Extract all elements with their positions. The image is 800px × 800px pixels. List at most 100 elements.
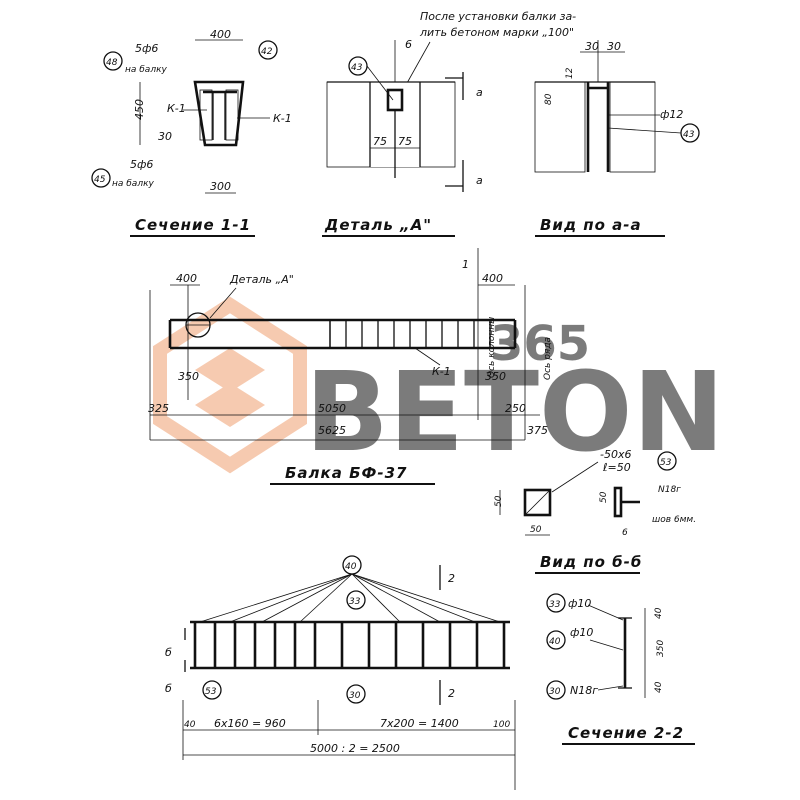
view-aa-d30b: 30: [607, 40, 621, 53]
leader-line: [351, 573, 501, 623]
s11-height-dim: 450: [133, 99, 146, 120]
leader-line: [299, 573, 353, 623]
leader-line: [351, 573, 401, 623]
beam-axis-column: Ось колонны: [487, 317, 497, 378]
beam-axis-row: Ось ряда: [543, 337, 553, 380]
s22-tag33: 33: [549, 600, 561, 610]
section-2-2: 33 ф10 40 ф10 30 N18г 40 350 40 Сечение …: [546, 593, 695, 745]
s11-inner-dim: 30: [158, 130, 172, 143]
beam-d400b: 400: [482, 272, 503, 285]
view-aa-bar: ф12: [660, 108, 683, 121]
view-bb-title: Вид по б-б: [540, 553, 642, 571]
detail-a-cut-a-bottom: а: [476, 174, 483, 187]
detail-a: 6 43 75 75 а а Деталь „А": [322, 38, 483, 237]
frame-tag53: 53: [205, 687, 217, 697]
s11-bar-bottom: 5ф6: [130, 158, 153, 171]
frame-tag40: 40: [345, 562, 357, 572]
note-text: После установки балки за- лить бетоном м…: [401, 10, 576, 93]
frame-d6x160: 6х160 = 960: [214, 717, 286, 730]
view-a-a: 30 30 80 12 ф12 43 Вид по а-а: [534, 40, 700, 237]
beam-title: Балка БФ-37: [285, 464, 407, 482]
beam-cut: 1: [462, 258, 469, 271]
frame-cut-b-top: б: [165, 646, 172, 659]
frame-posts: [193, 622, 506, 668]
s11-frame-right: К-1: [273, 112, 292, 125]
watermark-logo: BETON 365: [153, 296, 725, 476]
frame-tag33: 33: [349, 597, 361, 607]
s11-tag-bottom: 45: [94, 175, 106, 185]
frame-cut2-bottom: 2: [448, 687, 455, 700]
beam-d350b: 350: [485, 370, 506, 383]
frame-d-total: 5000 : 2 = 2500: [310, 742, 400, 755]
beam-d325: 325: [148, 402, 169, 415]
section-1-1-title: Сечение 1-1: [135, 216, 251, 234]
s11-tag-right: 42: [261, 47, 273, 57]
view-aa-title: Вид по а-а: [540, 216, 642, 234]
s11-bar-bottom-note: на балку: [112, 179, 155, 189]
frame-k1: 40 33 30 53 2 2 б б 40 6х160 = 960 7х200…: [165, 555, 516, 790]
beam-d350a: 350: [178, 370, 199, 383]
leader-line: [229, 573, 353, 623]
section-2-2-title: Сечение 2-2: [568, 724, 684, 742]
note-line-2: лить бетоном марки „100": [419, 26, 574, 39]
s11-bar-top-note: на балку: [125, 65, 168, 75]
s11-tag-left: 48: [106, 58, 118, 68]
frame-cut-b-bottom: б: [165, 682, 172, 695]
beam-d400a: 400: [176, 272, 197, 285]
note-line-1: После установки балки за-: [420, 10, 576, 23]
beam-bf-37: Деталь „А" К-1 1 Ось колонны Ось ряда 40…: [148, 248, 553, 485]
s11-bottom-dim: 300: [210, 180, 231, 193]
view-bb-d6: 6: [622, 528, 628, 538]
view-bb-plate: -50х6: [600, 448, 631, 461]
view-bb-plate-len: ℓ=50: [602, 461, 631, 474]
frame-tag30: 30: [349, 691, 361, 701]
beam-d5625: 5625: [318, 424, 346, 437]
view-bb-d50c: 50: [599, 491, 609, 503]
s22-bar33: ф10: [568, 597, 591, 610]
view-bb-tag: 53: [660, 458, 672, 468]
watermark-number: 365: [490, 316, 590, 372]
leader-line: [351, 573, 441, 623]
s22-bar30: N18г: [570, 684, 598, 697]
detail-a-d6: 6: [405, 38, 412, 51]
s22-tag30: 30: [549, 687, 561, 697]
s22-bar40: ф10: [570, 626, 593, 639]
beam-d5050: 5050: [318, 402, 346, 415]
frame-cut2-top: 2: [448, 572, 455, 585]
view-b-b: 50 50 -50х6 ℓ=50 53 50 6 N18г шов 6мм. В…: [494, 448, 696, 574]
frame-d100: 100: [493, 720, 510, 730]
s22-d40b: 40: [654, 681, 664, 693]
view-bb-d50a: 50: [494, 495, 504, 507]
view-aa-tag: 43: [683, 130, 695, 140]
view-bb-d50b: 50: [530, 525, 542, 535]
beam-frame-label: К-1: [432, 365, 451, 378]
view-aa-d30a: 30: [585, 40, 599, 53]
section-1-1: 400 450 300 30 48 5ф6 на балку 42 45 5ф6…: [91, 28, 292, 237]
s11-frame-left: К-1: [167, 102, 186, 115]
frame-leaders: [199, 573, 501, 623]
s22-tag40: 40: [549, 637, 561, 647]
watermark-brand: BETON: [305, 348, 725, 476]
leader-line: [261, 573, 353, 623]
s22-d350: 350: [656, 640, 666, 657]
beam-d250: 250: [505, 402, 526, 415]
view-aa-d80: 80: [544, 93, 554, 105]
detail-a-d75a: 75: [373, 135, 387, 148]
view-aa-d12: 12: [565, 67, 575, 79]
s22-d40a: 40: [654, 607, 664, 619]
beam-lattice: [329, 320, 491, 348]
frame-d7x200: 7х200 = 1400: [380, 717, 459, 730]
detail-a-cut-a-top: а: [476, 86, 483, 99]
view-bb-weld: N18г: [658, 485, 681, 495]
view-bb-seam: шов 6мм.: [652, 515, 696, 525]
s11-top-dim: 400: [210, 28, 231, 41]
s11-bar-top: 5ф6: [135, 42, 158, 55]
leader-line: [351, 573, 476, 623]
frame-d40: 40: [184, 720, 196, 730]
detail-a-d75b: 75: [398, 135, 412, 148]
leader-line: [199, 573, 353, 623]
beam-d375: 375: [527, 424, 548, 437]
beam-detail-ref: Деталь „А": [229, 273, 294, 286]
detail-a-title: Деталь „А": [324, 216, 432, 234]
